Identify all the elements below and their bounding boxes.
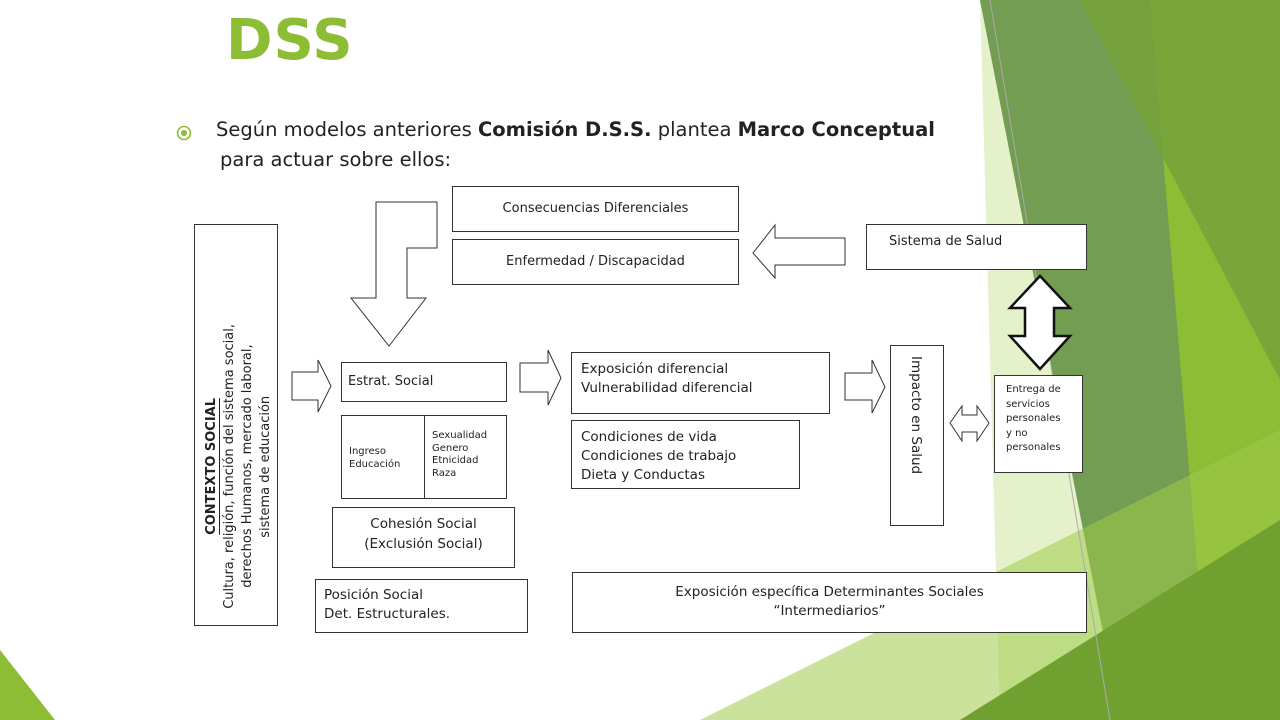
ingreso-line-2: Educación	[349, 458, 401, 470]
sistema-salud-box: Sistema de Salud	[866, 224, 1087, 270]
contexto-social-title: CONTEXTO SOCIAL	[204, 398, 219, 536]
entrega-line-3: personales	[1006, 413, 1061, 424]
impacto-label: Impacto en Salud	[908, 356, 924, 475]
entrega-line-5: personales	[1006, 442, 1061, 453]
impacto-box: Impacto en Salud	[890, 345, 944, 526]
sexualidad-line-4: Raza	[432, 467, 457, 479]
bullet-text-line2: para actuar sobre ellos:	[220, 148, 452, 171]
exposicion-line-2: Vulnerabilidad diferencial	[581, 380, 753, 396]
contexto-line-2: derechos Humanos, mercado laboral,	[240, 344, 255, 589]
entrega-line-4: y no	[1006, 427, 1028, 439]
bullet-circle-icon	[176, 125, 192, 141]
entrega-line-1: Entrega de	[1006, 384, 1061, 395]
exposicion-especifica-box: Exposición específica Determinantes Soci…	[572, 572, 1087, 633]
consecuencias-box: Consecuencias Diferenciales	[452, 186, 739, 232]
bullet-text-line1: Según modelos anteriores Comisión D.S.S.…	[216, 118, 935, 141]
cohesion-box: Cohesión Social (Exclusión Social)	[332, 507, 515, 568]
sexualidad-line-3: Etnicidad	[432, 455, 479, 466]
sistema-salud-label: Sistema de Salud	[889, 234, 1003, 249]
cohesion-line-2: (Exclusión Social)	[364, 536, 483, 552]
slide-title: DSS	[226, 8, 354, 73]
ingreso-box: Ingreso Educación	[341, 415, 425, 499]
entrega-line-2: servicios	[1006, 398, 1050, 410]
condiciones-line-1: Condiciones de vida	[581, 429, 717, 445]
contexto-social-box: CONTEXTO SOCIAL Cultura, religión, funci…	[194, 224, 278, 626]
exposicion-especifica-line-1: Exposición específica Determinantes Soci…	[675, 584, 984, 600]
condiciones-line-3: Dieta y Conductas	[581, 467, 705, 483]
posicion-box: Posición Social Det. Estructurales.	[315, 579, 528, 633]
exposicion-especifica-line-2: “Intermediarios”	[773, 603, 886, 619]
sexualidad-box: Sexualidad Genero Etnicidad Raza	[424, 415, 507, 499]
sexualidad-line-2: Genero	[432, 442, 469, 454]
entrega-box: Entrega de servicios personales y no per…	[994, 375, 1083, 473]
posicion-line-2: Det. Estructurales.	[324, 606, 451, 622]
contexto-line-1: Cultura, religión, función del sistema s…	[222, 324, 237, 609]
enfermedad-box: Enfermedad / Discapacidad	[452, 239, 739, 285]
exposicion-line-1: Exposición diferencial	[581, 361, 729, 377]
condiciones-box: Condiciones de vida Condiciones de traba…	[571, 420, 800, 489]
cohesion-line-1: Cohesión Social	[370, 516, 477, 532]
posicion-line-1: Posición Social	[324, 587, 424, 603]
sexualidad-line-1: Sexualidad	[432, 430, 488, 441]
ingreso-line-1: Ingreso	[349, 446, 387, 457]
exposicion-box: Exposición diferencial Vulnerabilidad di…	[571, 352, 830, 414]
estrat-social-box: Estrat. Social	[341, 362, 507, 402]
contexto-line-3: sistema de educación	[258, 395, 273, 538]
condiciones-line-2: Condiciones de trabajo	[581, 448, 737, 464]
estrat-social-label: Estrat. Social	[348, 374, 434, 389]
